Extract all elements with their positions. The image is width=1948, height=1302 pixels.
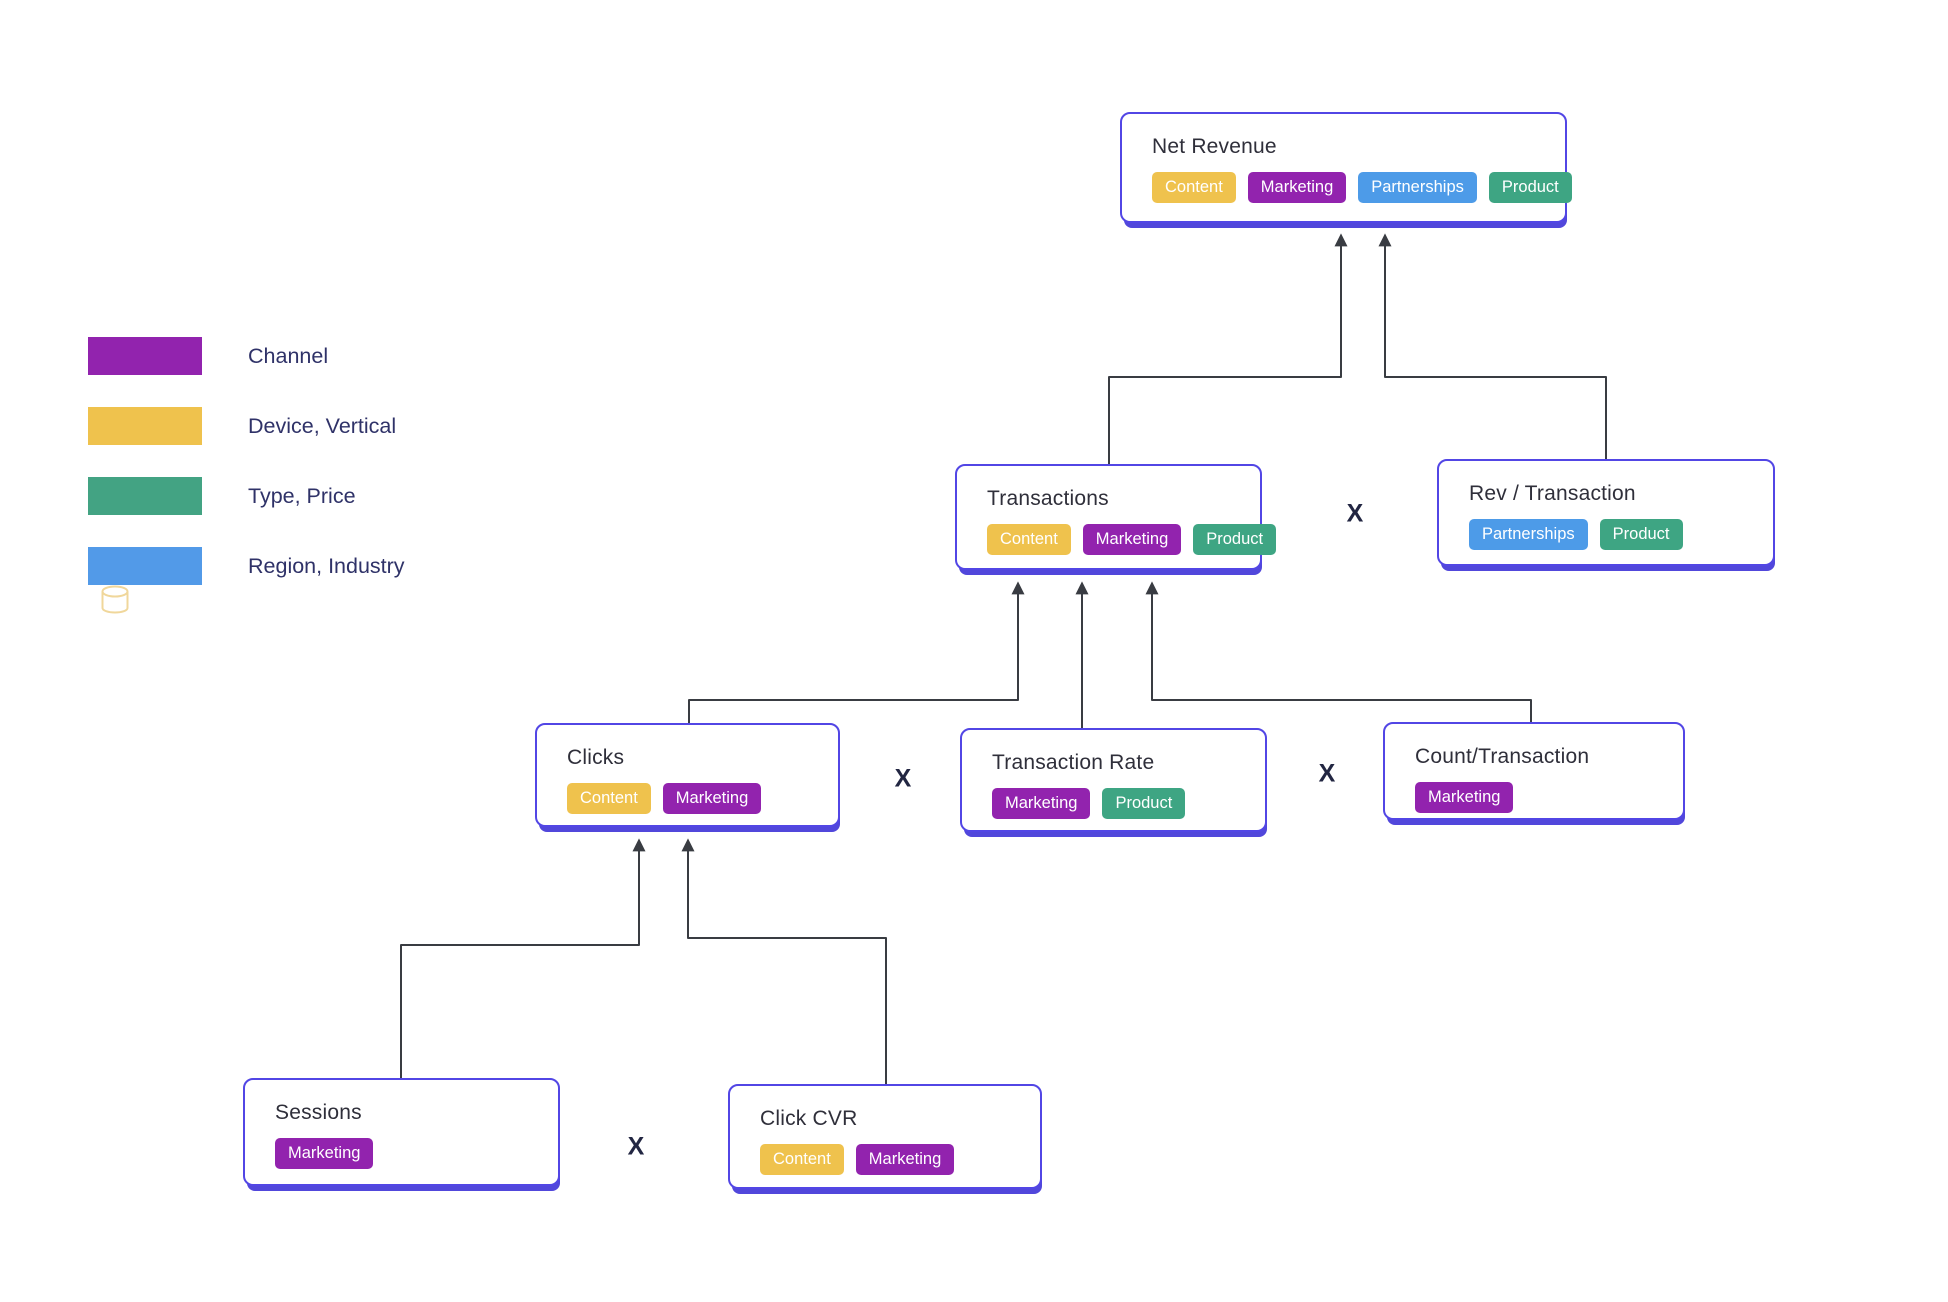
channel-color-swatch: [88, 337, 202, 375]
legend-item-device-vertical: Device, Vertical: [88, 407, 405, 445]
tag-content: Content: [1152, 172, 1236, 203]
edge-transactions-to-net-revenue: [1108, 233, 1348, 464]
tag-marketing: Marketing: [855, 1144, 955, 1175]
tag-partnerships: Partnerships: [1358, 172, 1477, 203]
node-tags: Content Marketing Product: [987, 524, 1277, 555]
tag-product: Product: [1193, 524, 1277, 555]
edge-clicks-to-transactions: [688, 581, 1025, 723]
legend-item-region-industry: Region, Industry: [88, 547, 405, 585]
node-tags: Content Marketing: [760, 1144, 1012, 1175]
edge-click-cvr-to-clicks: [681, 838, 887, 1084]
edge-sessions-to-clicks: [400, 838, 646, 1078]
tag-marketing: Marketing: [1082, 524, 1182, 555]
legend-label: Region, Industry: [248, 553, 405, 578]
tag-content: Content: [760, 1144, 844, 1175]
edge-rev-per-transaction-to-net-revenue: [1378, 233, 1607, 459]
node-clicks[interactable]: Clicks Content Marketing: [535, 723, 840, 827]
node-tags: Partnerships Product: [1469, 519, 1745, 550]
node-tags: Content Marketing Partnerships Product: [1152, 172, 1572, 203]
edge-count-per-transaction-to-transactions: [1145, 581, 1532, 722]
tag-marketing: Marketing: [992, 788, 1091, 819]
tag-marketing: Marketing: [1247, 172, 1347, 203]
node-click-cvr[interactable]: Click CVR Content Marketing: [728, 1084, 1042, 1189]
node-title: Net Revenue: [1152, 135, 1277, 158]
legend: Channel Device, Vertical Type, Price Reg…: [88, 337, 405, 617]
node-tags: Marketing: [275, 1138, 530, 1169]
node-title: Transactions: [987, 487, 1109, 510]
legend-label: Device, Vertical: [248, 413, 397, 438]
multiply-operator: X: [894, 764, 912, 793]
node-tags: Marketing Product: [992, 788, 1237, 819]
node-tags: Content Marketing: [567, 783, 810, 814]
tag-marketing: Marketing: [662, 783, 762, 814]
legend-item-type-price: Type, Price: [88, 477, 405, 515]
tag-product: Product: [1102, 788, 1186, 819]
legend-item-channel: Channel: [88, 337, 405, 375]
node-title: Transaction Rate: [992, 751, 1155, 774]
node-title: Sessions: [275, 1101, 362, 1124]
node-title: Rev / Transaction: [1469, 482, 1636, 505]
node-count-per-transaction[interactable]: Count/Transaction Marketing: [1383, 722, 1685, 820]
node-rev-per-transaction[interactable]: Rev / Transaction Partnerships Product: [1437, 459, 1775, 566]
node-title: Count/Transaction: [1415, 745, 1590, 768]
tag-marketing: Marketing: [1415, 782, 1514, 813]
tag-product: Product: [1599, 519, 1683, 550]
tag-partnerships: Partnerships: [1469, 519, 1588, 550]
tag-content: Content: [987, 524, 1071, 555]
node-net-revenue[interactable]: Net Revenue Content Marketing Partnerships…: [1120, 112, 1572, 223]
database-icon: [101, 585, 129, 614]
node-transactions[interactable]: Transactions Content Marketing Product: [955, 464, 1277, 570]
tag-content: Content: [567, 783, 651, 814]
multiply-operator: X: [1346, 499, 1364, 528]
device-vertical-color-swatch: [88, 407, 202, 445]
tag-product: Product: [1488, 172, 1572, 203]
node-transaction-rate[interactable]: Transaction Rate Marketing Product: [960, 728, 1267, 832]
legend-label: Type, Price: [248, 483, 356, 508]
legend-label: Channel: [248, 343, 329, 368]
node-sessions[interactable]: Sessions Marketing: [243, 1078, 560, 1186]
type-price-color-swatch: [88, 477, 202, 515]
tag-marketing: Marketing: [275, 1138, 374, 1169]
multiply-operator: X: [1318, 759, 1336, 788]
node-title: Click CVR: [760, 1107, 858, 1130]
node-tags: Marketing: [1415, 782, 1655, 813]
multiply-operator: X: [627, 1132, 645, 1161]
region-industry-color-swatch: [88, 547, 202, 585]
node-title: Clicks: [567, 746, 625, 769]
